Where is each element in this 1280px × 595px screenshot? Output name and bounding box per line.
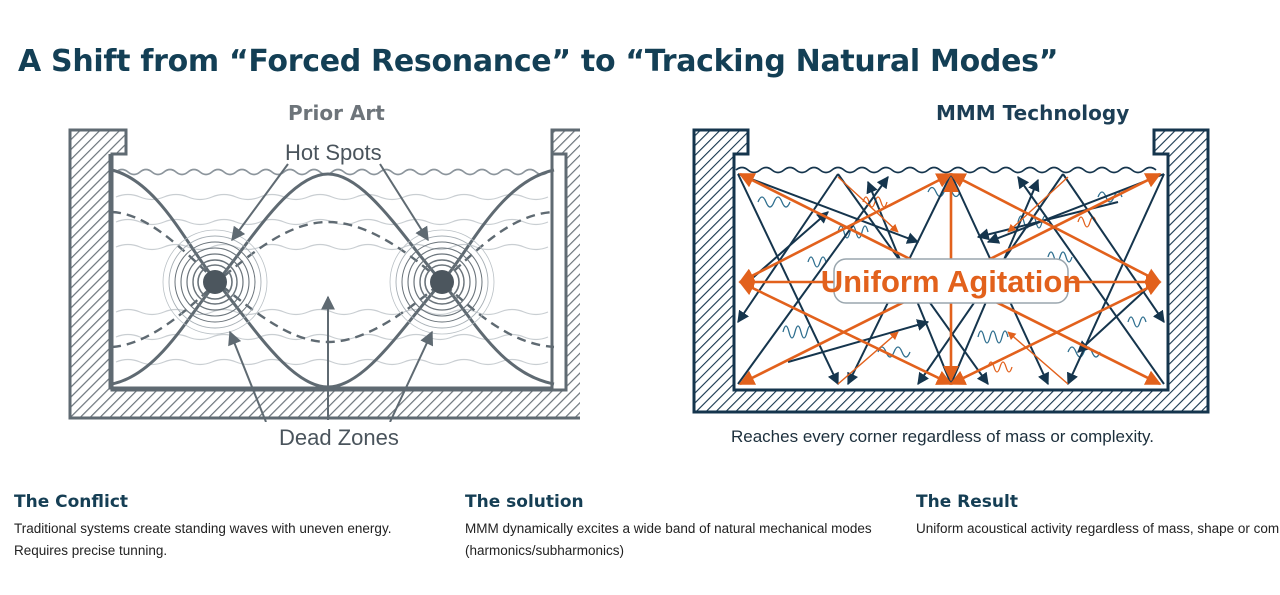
conflict-line-2: Requires precise tunning. (14, 543, 168, 558)
solution-line-2: (harmonics/subharmonics) (465, 543, 625, 558)
solution-line-1: MMM dynamically excites a wide band of n… (465, 521, 872, 536)
result-line-1: Uniform acoustical activity regardless o… (916, 521, 1280, 536)
solution-column: The solution MMM dynamically excites a w… (465, 492, 905, 562)
prior-art-ripple-lines (115, 193, 549, 366)
mmm-liquid-surface (735, 166, 1157, 174)
hot-spots-arrow-left (231, 163, 289, 242)
mmm-technology-heading: MMM Technology (936, 101, 1130, 125)
dead-zones-arrow-left (228, 330, 267, 422)
conflict-line-1: Traditional systems create standing wave… (14, 521, 392, 536)
uniform-agitation-pill (833, 258, 1069, 304)
hot-spots-label: Hot Spots (285, 140, 382, 165)
result-column: The Result Uniform acoustical activity r… (916, 492, 1280, 540)
hot-spots-arrow-right (379, 163, 429, 242)
dead-zones-label: Dead Zones (275, 425, 403, 451)
mmm-diagram: Uniform Agitation (692, 128, 1210, 414)
page-title: A Shift from “Forced Resonance” to “Trac… (18, 44, 1059, 79)
hot-spot-right (389, 229, 495, 335)
prior-art-tank-wall (68, 128, 580, 420)
mmm-caption: Reaches every corner regardless of mass … (731, 427, 1154, 446)
conflict-column: The Conflict Traditional systems create … (14, 492, 454, 562)
result-heading: The Result (916, 492, 1018, 512)
dead-zones-arrow-right (389, 330, 434, 422)
prior-art-diagram: Hot Spots (68, 128, 580, 422)
prior-art-liquid-surface (115, 168, 549, 176)
conflict-heading: The Conflict (14, 492, 129, 512)
uniform-agitation-label: Uniform Agitation (821, 264, 1082, 299)
prior-art-heading: Prior Art (288, 101, 385, 125)
solution-heading: The solution (465, 492, 584, 512)
hot-spot-left (162, 229, 268, 335)
